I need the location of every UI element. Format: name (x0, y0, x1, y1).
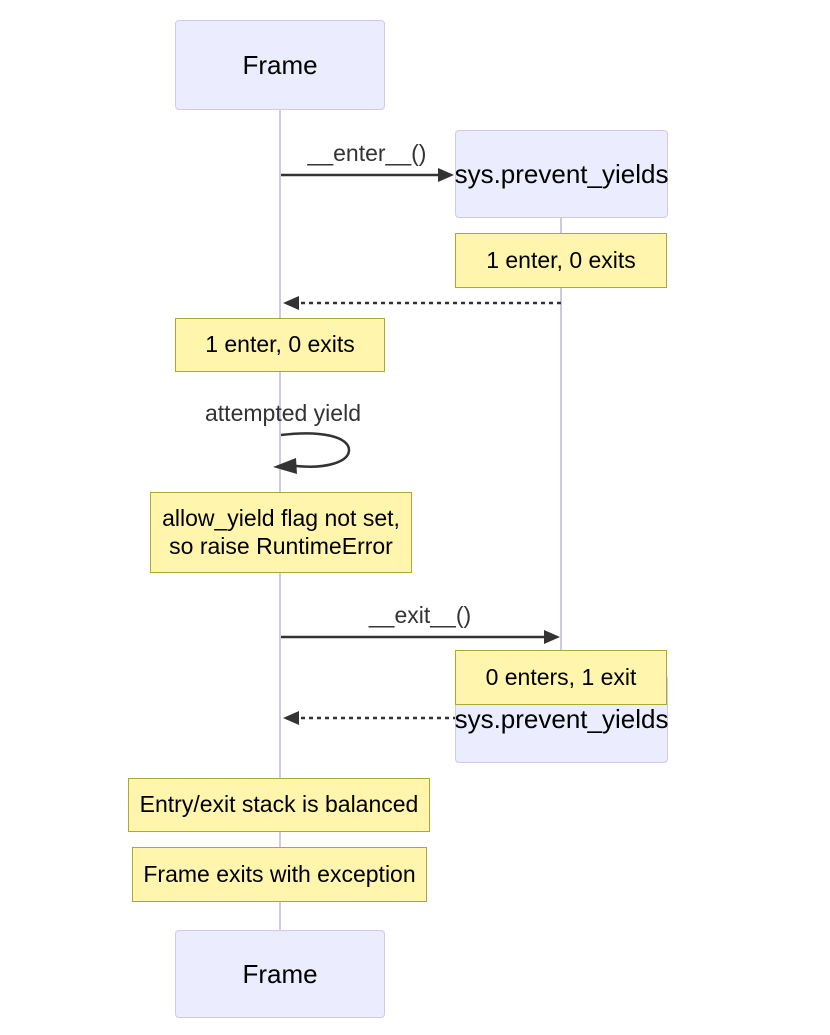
note-text: 1 enter, 0 exits (486, 246, 636, 273)
return-exit-arrowhead-icon (283, 711, 299, 725)
note-stack-balanced: Entry/exit stack is balanced (128, 778, 430, 832)
note-yield-error: allow_yield flag not set, so raise Runti… (150, 492, 412, 573)
note-frame-enter-count: 1 enter, 0 exits (175, 318, 385, 372)
note-text: 1 enter, 0 exits (205, 331, 355, 358)
note-text: Frame exits with exception (143, 860, 416, 887)
self-loop-arrowhead-icon (273, 458, 297, 474)
note-text: 0 enters, 1 exit (485, 663, 637, 690)
actor-label-frame-top: Frame (242, 49, 318, 80)
actor-label-sys-top: sys.prevent_yields (454, 158, 669, 189)
actor-box-frame-top: Frame (175, 20, 385, 110)
actor-label-frame-bottom: Frame (242, 958, 318, 989)
actor-label-sys-bottom: sys.prevent_yields (454, 703, 669, 734)
note-text-line1: allow_yield flag not set, (162, 505, 400, 532)
note-text: Entry/exit stack is balanced (139, 791, 419, 818)
enter-arrowhead-icon (438, 168, 454, 182)
note-text-line2: so raise RuntimeError (169, 532, 393, 559)
self-loop-line (280, 432, 351, 468)
note-frame-exception: Frame exits with exception (132, 847, 427, 902)
actor-box-frame-bottom: Frame (175, 930, 385, 1018)
message-label-exit: __exit__() (368, 602, 472, 628)
exit-arrowhead-icon (544, 630, 560, 644)
note-sys-enter-count: 1 enter, 0 exits (455, 233, 667, 288)
note-sys-exit-count: 0 enters, 1 exit (455, 650, 667, 705)
message-label-attempted-yield: attempted yield (205, 400, 361, 426)
message-label-enter: __enter__() (307, 140, 427, 166)
actor-box-sys-top: sys.prevent_yields (455, 130, 668, 218)
return-enter-arrowhead-icon (283, 296, 299, 310)
